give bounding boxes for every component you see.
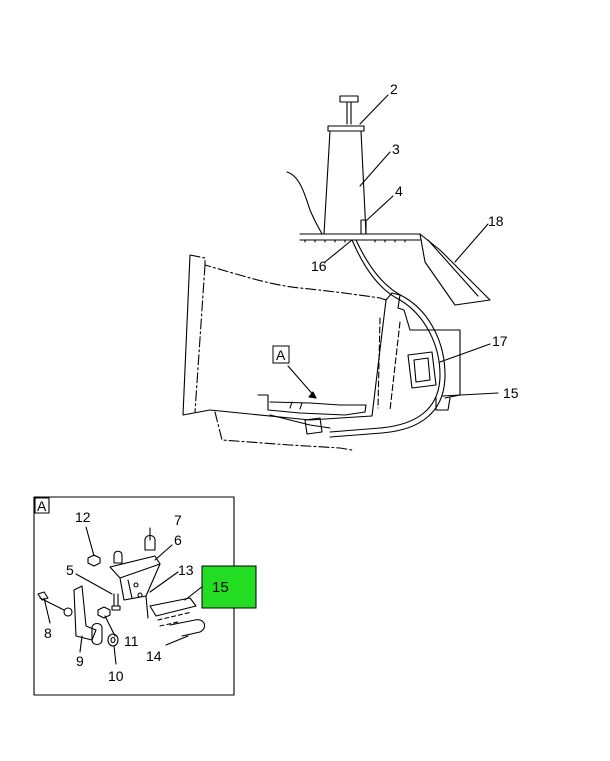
leader-lines-upper [324,94,499,397]
upper-assembly [182,95,491,451]
view-a-label: A [276,347,286,363]
callout-3: 3 [392,141,400,157]
callout-6: 6 [174,532,182,548]
highlight-box-15[interactable] [201,565,257,609]
detail-a-parts [37,534,206,647]
callout-18: 18 [488,213,504,229]
callout-14: 14 [146,648,162,664]
callout-13: 13 [178,562,194,578]
callout-17: 17 [492,333,508,349]
callout-10: 10 [108,668,124,684]
callout-15-highlighted[interactable]: 15 [212,579,229,596]
callout-16: 16 [311,258,327,274]
callout-2: 2 [390,81,398,97]
leader-lines-detail [43,526,204,665]
callout-11: 11 [124,633,139,649]
callout-9: 9 [76,653,84,669]
callout-4: 4 [395,183,403,199]
callout-5: 5 [66,562,74,578]
callout-7: 7 [174,512,182,528]
callout-12: 12 [75,509,91,525]
view-a-label-box [272,345,290,364]
detail-a-label: A [37,498,47,514]
callout-15: 15 [503,385,519,401]
callout-8: 8 [44,625,52,641]
